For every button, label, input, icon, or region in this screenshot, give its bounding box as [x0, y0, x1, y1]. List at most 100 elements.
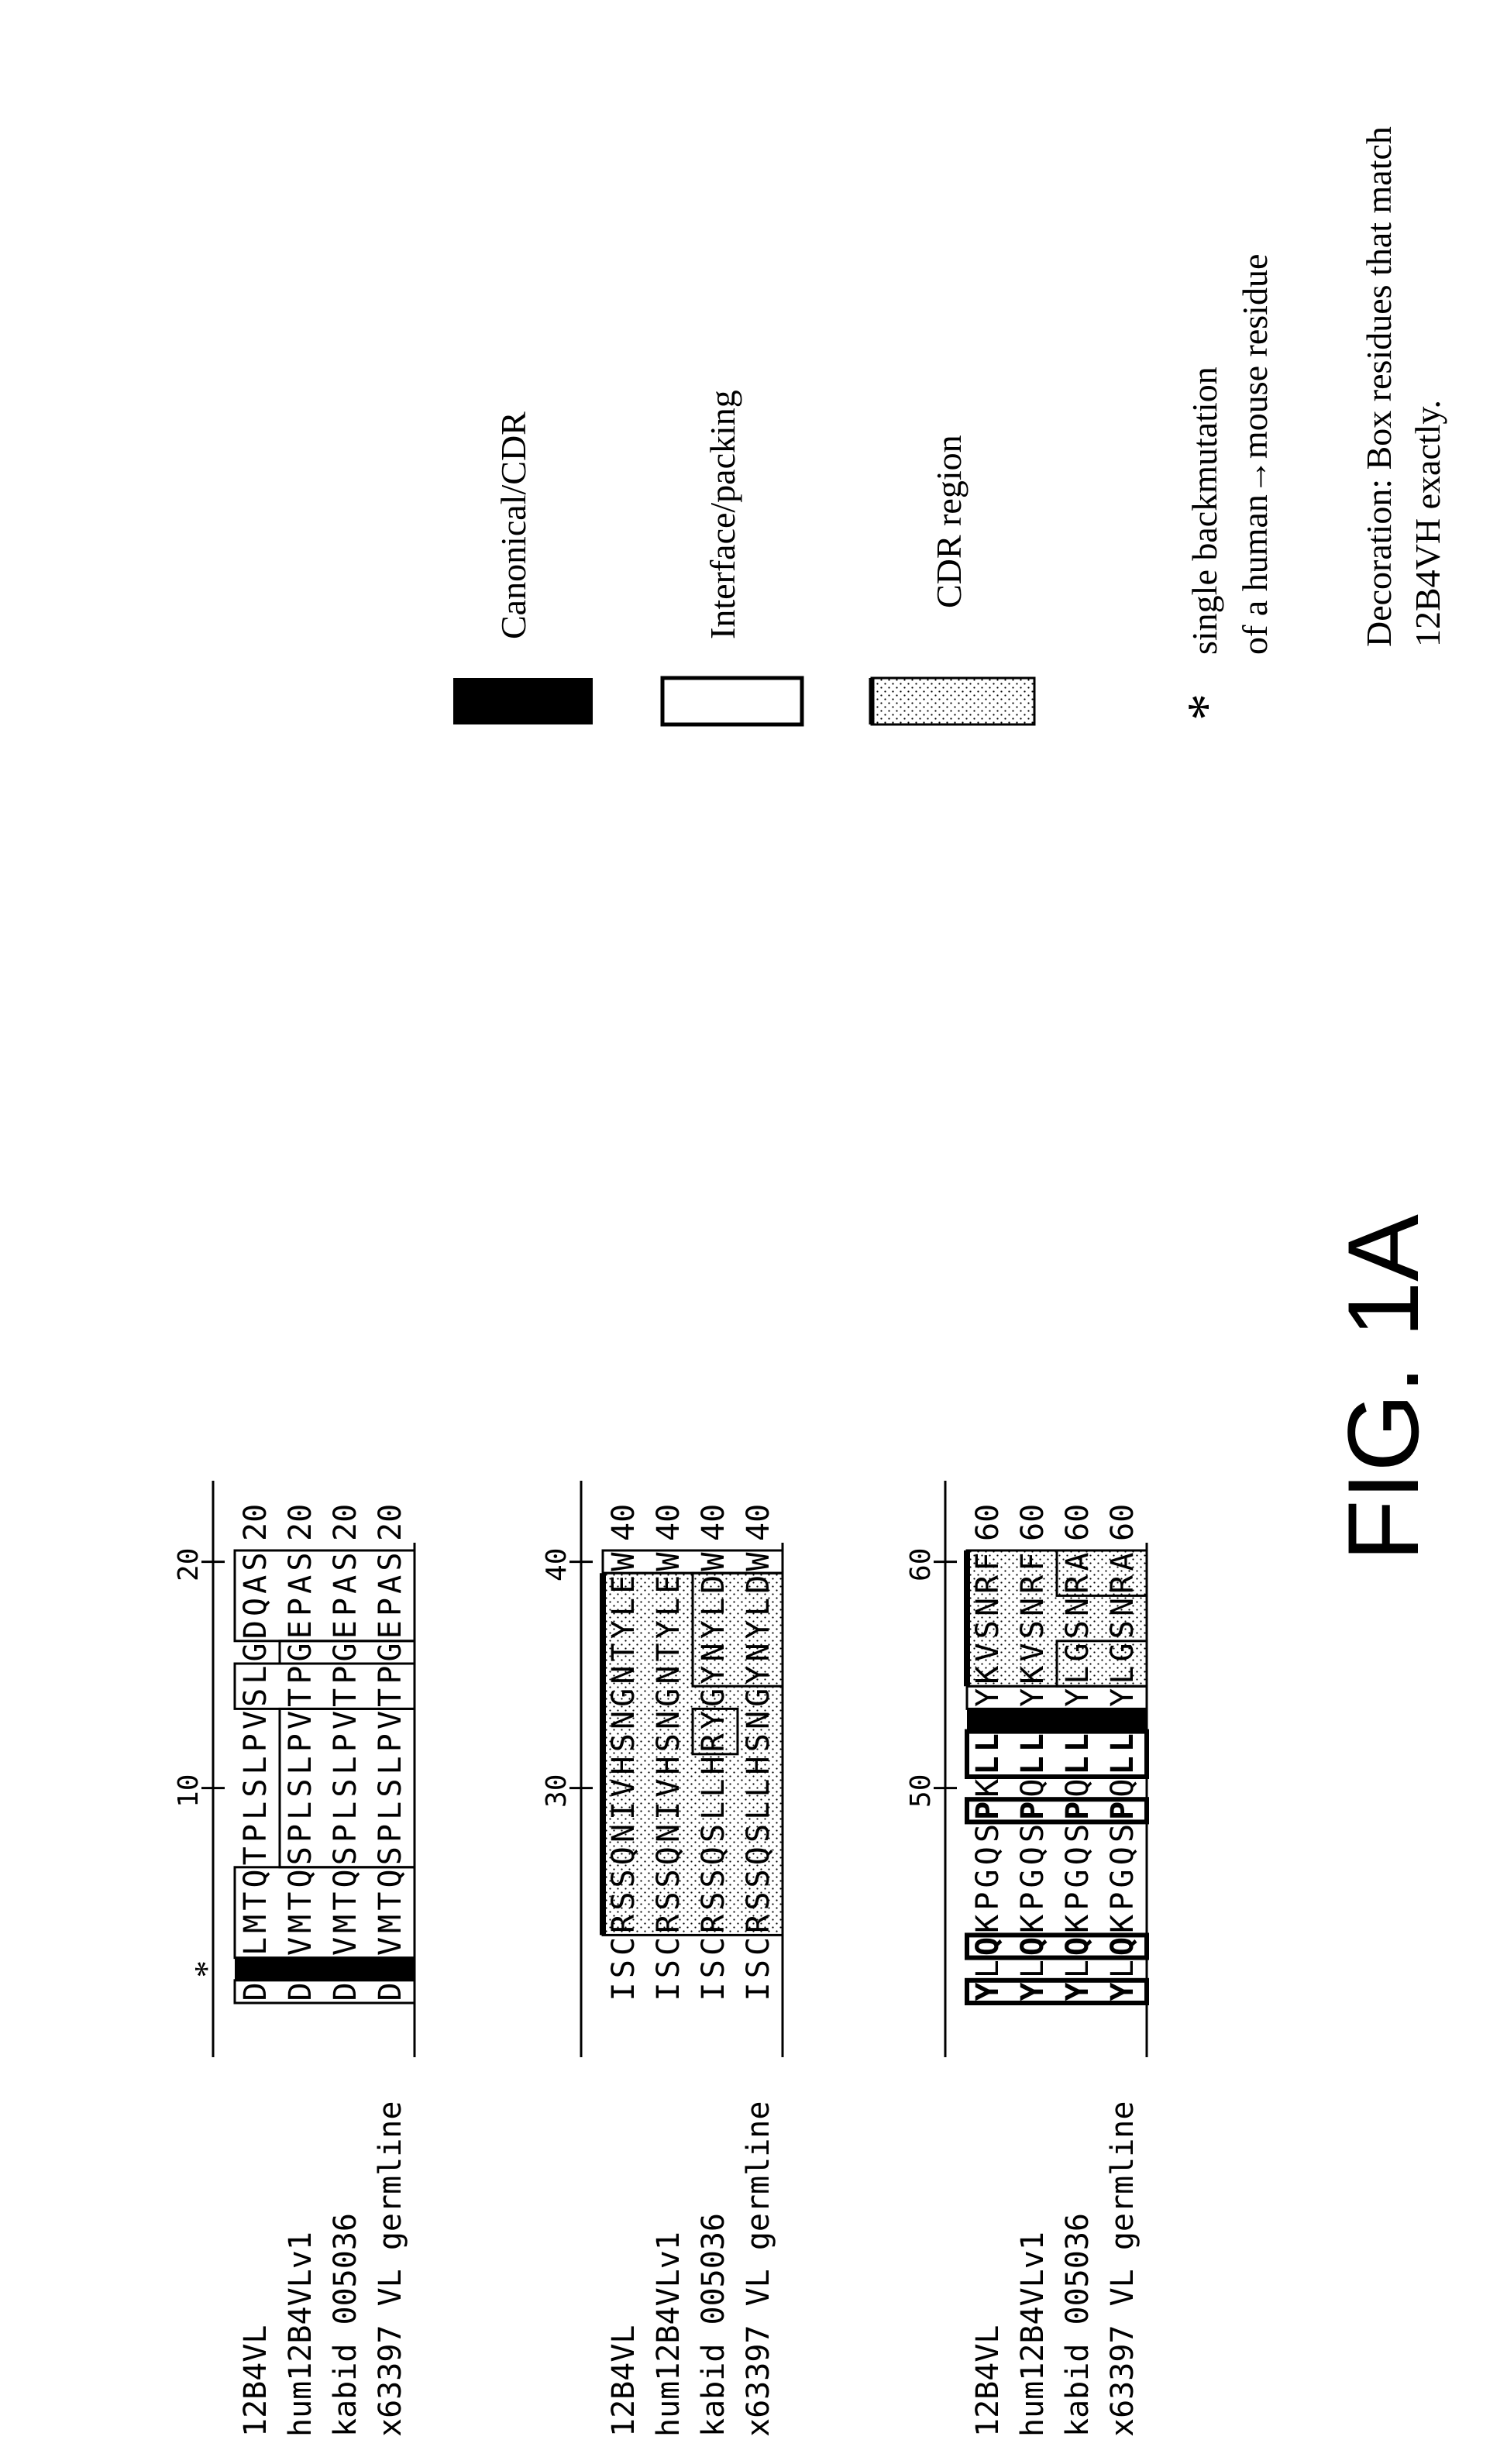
residue-letter: Q: [606, 1846, 642, 1865]
alignment-block: 506012B4VLYLQKPGQSPKLLIYKVSNRF60hum12B4V…: [905, 1481, 1147, 2437]
sequence-name: 12B4VL: [970, 2325, 1006, 2438]
residue-letter: Q: [1015, 1779, 1051, 1798]
residue-letter: S: [741, 1892, 776, 1911]
residue-letter: N: [696, 1643, 731, 1661]
end-position-label: 60: [1015, 1504, 1051, 1541]
residue-letter: G: [238, 1643, 274, 1661]
residue-letter: P: [283, 1824, 318, 1843]
residue-letter: A: [328, 1575, 363, 1594]
residue-letter: S: [1015, 1620, 1051, 1639]
residue-letter: T: [651, 1643, 686, 1661]
residue-letter: N: [970, 1598, 1006, 1616]
residue-letter: L: [328, 1756, 363, 1774]
residue-letter: E: [373, 1620, 408, 1639]
residue-letter: S: [328, 1846, 363, 1865]
residue-letter: M: [328, 1915, 363, 1933]
residue-letter: I: [1015, 1711, 1051, 1729]
residue-letter: S: [696, 1960, 731, 1978]
residue-letter: I: [328, 1960, 363, 1978]
residue-letter: Q: [1105, 1846, 1141, 1865]
residue-letter: R: [1105, 1574, 1141, 1594]
end-position-label: 40: [606, 1504, 642, 1541]
residue-letter: Q: [1105, 1779, 1141, 1798]
residue-letter: L: [238, 1937, 274, 1956]
residue-letter: G: [328, 1643, 363, 1661]
residue-letter: I: [1105, 1711, 1141, 1729]
residue-letter: S: [651, 1869, 686, 1888]
tick-label: 10: [173, 1774, 205, 1808]
residue-letter: V: [328, 1711, 363, 1729]
residue-letter: M: [283, 1915, 318, 1933]
residue-letter: Q: [373, 1869, 408, 1888]
residue-letter: Y: [970, 1688, 1006, 1707]
residue-letter: Q: [970, 1846, 1006, 1865]
residue-letter: E: [606, 1575, 642, 1594]
residue-letter: R: [741, 1914, 776, 1933]
residue-letter: P: [373, 1598, 408, 1616]
end-position-label: 40: [696, 1504, 731, 1541]
residue-letter: R: [1060, 1574, 1096, 1594]
residue-letter: Y: [1015, 1982, 1051, 2001]
residue-letter: L: [1105, 1666, 1141, 1685]
residue-letter: Q: [1060, 1937, 1096, 1956]
rotated-figure-group: 102012B4VLDVLMTQTPLSLPVSLGDQAS20hum12B4V…: [173, 126, 1447, 2437]
residue-letter: V: [283, 1711, 318, 1729]
residue-letter: V: [373, 1711, 408, 1729]
residue-letter: L: [1105, 1960, 1141, 1978]
residue-letter: G: [283, 1643, 318, 1661]
residue-letter: K: [1015, 1666, 1051, 1685]
sequence-name: kabid 005036: [328, 2213, 363, 2437]
residue-letter: H: [696, 1756, 731, 1774]
residue-letter: E: [651, 1575, 686, 1594]
residue-letter: S: [373, 1779, 408, 1798]
residue-letter: Y: [1105, 1688, 1141, 1707]
residue-letter: A: [373, 1575, 408, 1594]
residue-letter: A: [1060, 1553, 1096, 1571]
residue-letter: P: [373, 1733, 408, 1752]
alignment-blocks: 102012B4VLDVLMTQTPLSLPVSLGDQAS20hum12B4V…: [173, 1481, 1147, 2437]
residue-letter: P: [328, 1598, 363, 1616]
residue-letter: D: [741, 1575, 776, 1594]
residue-letter: F: [1015, 1553, 1051, 1571]
residue-letter: Y: [1015, 1688, 1051, 1707]
residue-letter: T: [283, 1892, 318, 1911]
end-position-label: 20: [373, 1504, 408, 1541]
residue-letter: P: [328, 1824, 363, 1843]
alignment-block: 304012B4VLISCRSSQNIVHSNGNTYLEW40hum12B4V…: [541, 1481, 783, 2437]
residue-letter: P: [373, 1666, 408, 1685]
residue-letter: N: [1060, 1598, 1096, 1616]
residue-letter: Y: [741, 1620, 776, 1639]
legend-label-cdr: CDR region: [929, 435, 969, 608]
legend-decoration-line1: Decoration: Box residues that match: [1359, 126, 1399, 647]
residue-letter: V: [970, 1643, 1006, 1661]
residue-letter: N: [1015, 1598, 1051, 1616]
residue-letter: S: [283, 1846, 318, 1865]
residue-letter: N: [606, 1824, 642, 1843]
residue-letter: S: [970, 1824, 1006, 1843]
alignment-block: 102012B4VLDVLMTQTPLSLPVSLGDQAS20hum12B4V…: [173, 1481, 415, 2437]
residue-letter: K: [1105, 1915, 1141, 1933]
residue-letter: S: [283, 1553, 318, 1571]
residue-letter: S: [651, 1892, 686, 1911]
residue-letter: I: [651, 1802, 686, 1820]
residue-letter: R: [651, 1914, 686, 1933]
residue-letter: S: [1060, 1620, 1096, 1639]
residue-letter: N: [651, 1824, 686, 1843]
residue-letter: Q: [238, 1869, 274, 1888]
residue-letter: G: [1060, 1869, 1096, 1888]
residue-letter: D: [328, 1982, 363, 2001]
residue-letter: L: [696, 1598, 731, 1616]
residue-letter: T: [606, 1643, 642, 1661]
residue-letter: V: [238, 1711, 274, 1729]
residue-letter: P: [1060, 1802, 1096, 1820]
residue-letter: Q: [1015, 1937, 1051, 1956]
residue-letter: K: [970, 1915, 1006, 1933]
residue-letter: P: [283, 1598, 318, 1616]
residue-letter: N: [606, 1666, 642, 1685]
residue-letter: Y: [696, 1666, 731, 1685]
residue-letter: S: [238, 1688, 274, 1707]
residue-letter: P: [970, 1892, 1006, 1911]
residue-letter: E: [283, 1620, 318, 1639]
